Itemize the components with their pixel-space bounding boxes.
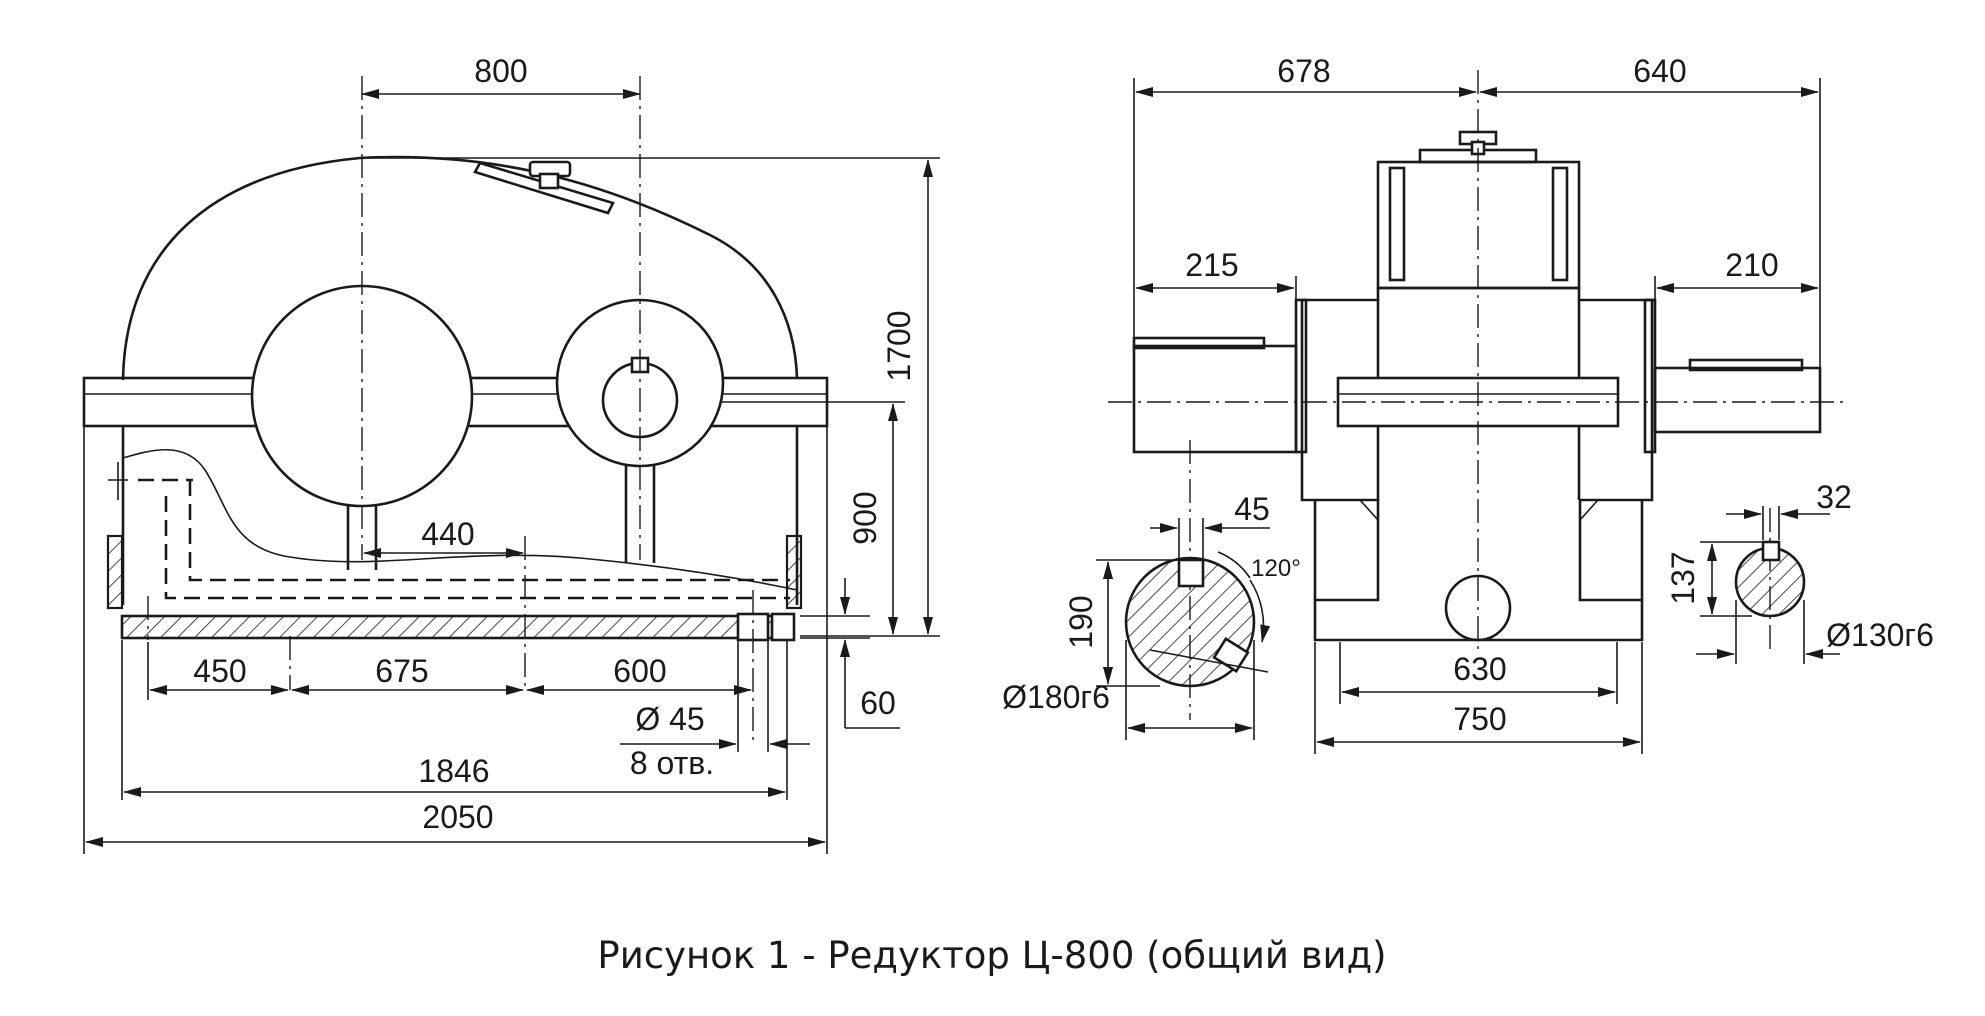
dim-angle-120: 120° bbox=[1251, 555, 1301, 582]
right-foot-pad bbox=[785, 534, 803, 610]
cutaway-break-line bbox=[122, 448, 798, 591]
left-foot-pad bbox=[106, 534, 124, 610]
rib-right bbox=[624, 465, 656, 563]
inspection-hatch bbox=[473, 161, 615, 215]
dim-190: 190 bbox=[1063, 595, 1099, 648]
figure-caption: Рисунок 1 - Редуктор Ц-800 (общий вид) bbox=[597, 934, 1386, 977]
dim-678: 678 bbox=[1277, 53, 1330, 89]
dim-2050: 2050 bbox=[422, 799, 493, 835]
dim-675: 675 bbox=[375, 653, 428, 689]
small-key bbox=[1761, 540, 1781, 562]
dim-1700: 1700 bbox=[881, 310, 917, 381]
dim-32: 32 bbox=[1816, 479, 1852, 515]
dim-750: 750 bbox=[1453, 701, 1506, 737]
left-shaft bbox=[1132, 344, 1298, 454]
dim-630: 630 bbox=[1453, 651, 1506, 687]
window-right bbox=[1551, 166, 1569, 282]
dim-640: 640 bbox=[1633, 53, 1686, 89]
dim-800: 800 bbox=[474, 53, 527, 89]
front-view: 800 1700 900 440 450 675 600 Ø 45 8 отв. bbox=[82, 53, 940, 854]
dim-215: 215 bbox=[1185, 247, 1238, 283]
base-plate bbox=[120, 614, 794, 640]
dim-1846: 1846 bbox=[418, 753, 489, 789]
rib-left bbox=[346, 506, 378, 570]
right-shaft bbox=[1653, 366, 1822, 434]
large-key bbox=[1177, 558, 1205, 588]
dim-440: 440 bbox=[421, 516, 474, 552]
dim-diameter-130: Ø130г6 bbox=[1826, 617, 1934, 653]
dim-137: 137 bbox=[1665, 551, 1701, 604]
dim-45: 45 bbox=[1234, 491, 1270, 527]
dim-900: 900 bbox=[847, 491, 883, 544]
side-view: 678 640 215 210 120° 45 190 Ø180 bbox=[1002, 53, 1934, 754]
dim-210: 210 bbox=[1725, 247, 1778, 283]
dim-diameter-180: Ø180г6 bbox=[1002, 679, 1110, 715]
vent-stem bbox=[538, 172, 560, 190]
dim-60: 60 bbox=[860, 685, 896, 721]
oil-bath-hidden bbox=[138, 478, 790, 600]
window-left bbox=[1388, 166, 1406, 282]
dim-600: 600 bbox=[613, 653, 666, 689]
main-body bbox=[1300, 286, 1654, 642]
dim-hole-diameter: Ø 45 bbox=[635, 701, 704, 737]
dim-450: 450 bbox=[193, 653, 246, 689]
dim-hole-count: 8 отв. bbox=[630, 745, 714, 781]
